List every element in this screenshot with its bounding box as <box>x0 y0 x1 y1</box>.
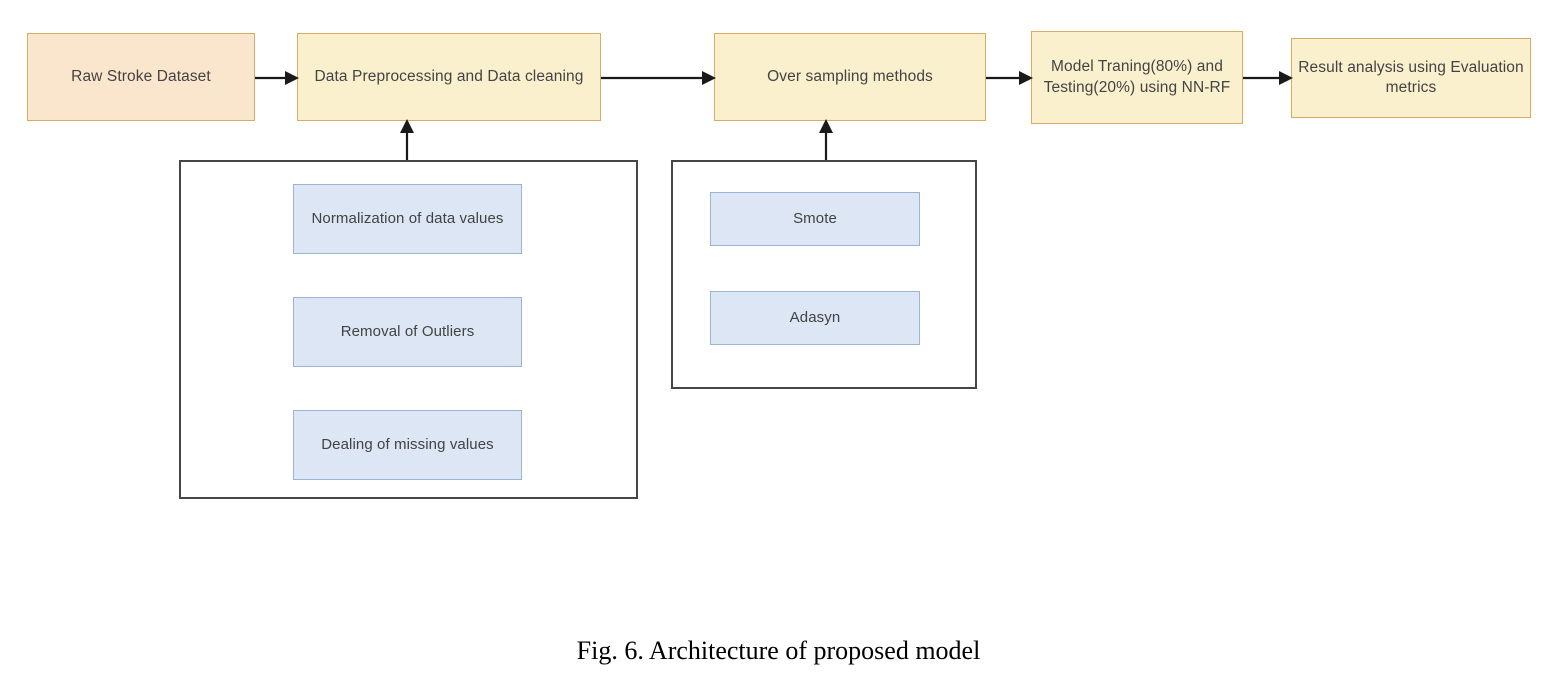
node-over-sampling-methods: Over sampling methods <box>714 33 986 121</box>
node-adasyn: Adasyn <box>710 291 920 345</box>
node-removal-of-outliers: Removal of Outliers <box>293 297 522 367</box>
node-normalization-of-data-values: Normalization of data values <box>293 184 522 254</box>
arrow-model-training-to-result-analysis <box>1243 71 1293 85</box>
figure-caption: Fig. 6. Architecture of proposed model <box>576 636 981 665</box>
arrow-preprocessing-to-oversampling <box>601 71 716 85</box>
arrow-oversampling-to-model-training <box>986 71 1033 85</box>
node-data-preprocessing: Data Preprocessing and Data cleaning <box>297 33 601 121</box>
node-raw-stroke-dataset: Raw Stroke Dataset <box>27 33 255 121</box>
node-dealing-of-missing-values: Dealing of missing values <box>293 410 522 480</box>
arrow-oversampling-techniques-to-oversampling <box>819 119 833 166</box>
node-result-analysis: Result analysis using Evaluation metrics <box>1291 38 1531 118</box>
arrow-preprocessing-steps-to-preprocessing <box>400 119 414 166</box>
arrow-raw-dataset-to-preprocessing <box>255 71 299 85</box>
node-model-training-testing: Model Traning(80%) and Testing(20%) usin… <box>1031 31 1243 124</box>
node-smote: Smote <box>710 192 920 246</box>
